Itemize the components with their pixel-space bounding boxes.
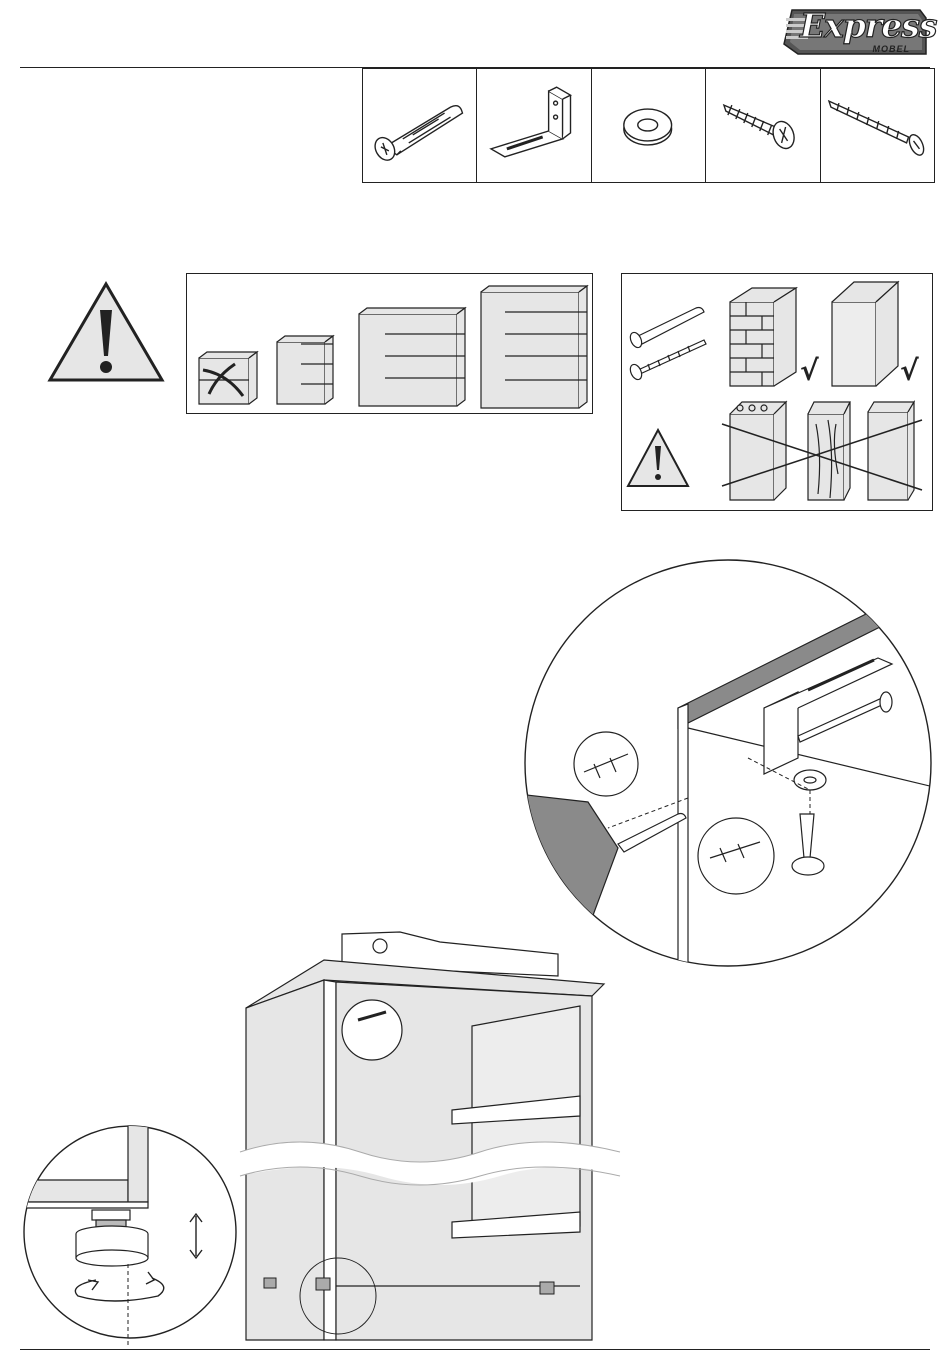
four-drawer-chest-icon [359,308,465,406]
wall-plug-icon [363,69,476,182]
brick-wall-icon [730,288,796,386]
long-screw-icon [821,69,934,182]
product-range-box [186,273,593,414]
small-cabinet-crossed-icon [199,352,257,404]
part-cell-washer [591,69,705,182]
logo-subtext: MOBEL [873,44,911,54]
washer-icon [592,69,705,182]
product-range-illustration [187,274,592,413]
washer-icon [794,770,826,790]
wall-types-illustration: √ √ [622,274,932,510]
part-cell-wall-plug [363,69,476,182]
angle-bracket-icon [477,69,590,182]
part-cell-short-screw [705,69,819,182]
wall-plug-icon [628,308,704,350]
warning-triangle-small-icon [628,430,688,486]
bracket-zoom-circle [342,1000,402,1060]
part-cell-long-screw [820,69,934,182]
logo-wordmark: Express [800,6,936,45]
short-screw-icon [706,69,819,182]
check-mark-solid: √ [900,354,919,387]
check-mark-brick: √ [800,354,819,387]
warning-triangle-icon [46,280,166,384]
part-cell-bracket [476,69,590,182]
adjustable-foot-detail [18,1120,242,1346]
plug-zoom-circle [574,732,638,796]
cabinet-front-illustration [240,926,620,1338]
five-drawer-chest-icon [481,286,587,408]
brand-logo: Express MOBEL [780,4,928,62]
three-drawer-nightstand-icon [277,336,333,404]
parts-table [362,68,935,183]
hollow-block-wall-icon [730,402,786,500]
wall-types-box: √ √ [621,273,933,511]
solid-block-wall-icon [832,282,898,386]
hole-zoom-circle [698,818,774,894]
wall-fixing-detail [518,558,938,968]
footer-rule [20,1349,930,1350]
